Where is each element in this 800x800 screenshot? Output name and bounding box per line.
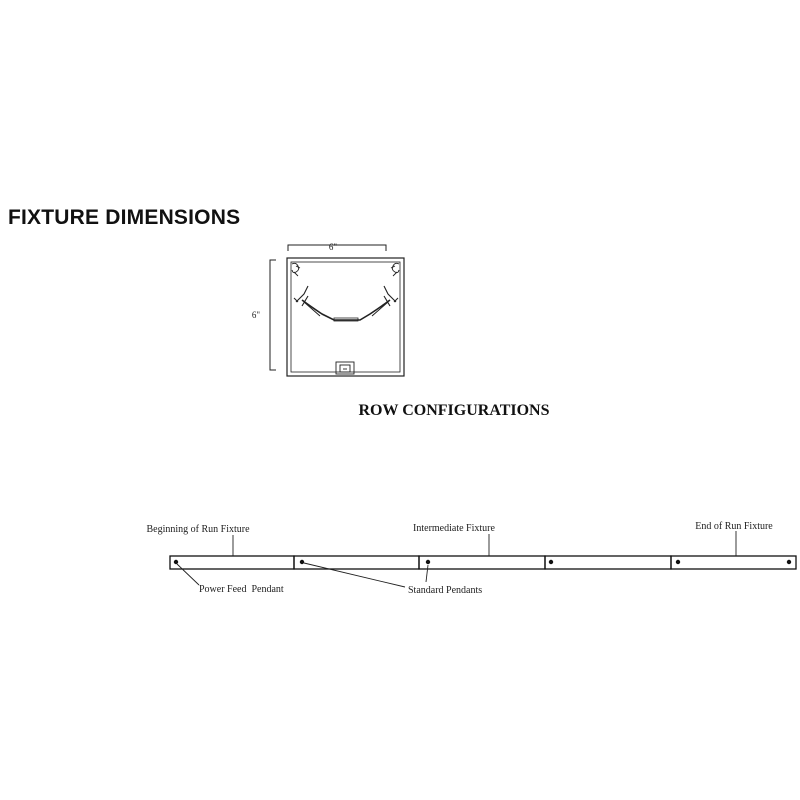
row-segment [169,555,295,570]
height-dimension-line [269,259,276,371]
standard-pendant-dot [548,559,554,565]
side-clip-right [383,285,399,307]
power-feed-pendant-dot [173,559,179,565]
width-label: 6" [329,242,338,252]
fixture-row [169,555,797,570]
bottom-connector [335,361,355,375]
fixture-cross-section: 6" 6" [252,242,405,377]
row-segment [293,555,420,570]
row-segment [544,555,672,570]
standard-leader-1 [303,562,406,588]
height-label: 6" [252,310,261,320]
intermediate-fixture-label: Intermediate Fixture [413,523,495,534]
end-pendant-dot [786,559,792,565]
pendant-dots [173,559,792,565]
lens-curve [301,299,391,321]
corner-bracket-left [291,262,301,277]
side-clip-left [293,285,309,307]
row-configurations-title: ROW CONFIGURATIONS [358,402,550,419]
standard-pendant-dot [675,559,681,565]
width-dimension-line [287,244,387,251]
beginning-of-run-label: Beginning of Run Fixture [146,524,250,535]
standard-pendant-dot [299,559,305,565]
housing-outer [286,257,405,377]
power-feed-pendant-label: Power Feed Pendant [199,584,284,595]
leader-lines [176,531,737,588]
fixture-dimensions-title: FIXTURE DIMENSIONS [8,206,241,229]
corner-bracket-right [390,262,400,277]
standard-pendants-label: Standard Pendants [408,585,482,596]
power-feed-leader [176,563,200,586]
standard-pendant-dot [425,559,431,565]
row-configuration: Beginning of Run Fixture Intermediate Fi… [146,521,797,596]
row-segment [670,555,797,570]
row-segment [418,555,546,570]
end-of-run-label: End of Run Fixture [695,521,773,532]
housing-inner [290,261,401,373]
lens-center-plate [333,317,359,322]
standard-leader-2 [425,564,429,583]
lens-inner [303,301,389,317]
